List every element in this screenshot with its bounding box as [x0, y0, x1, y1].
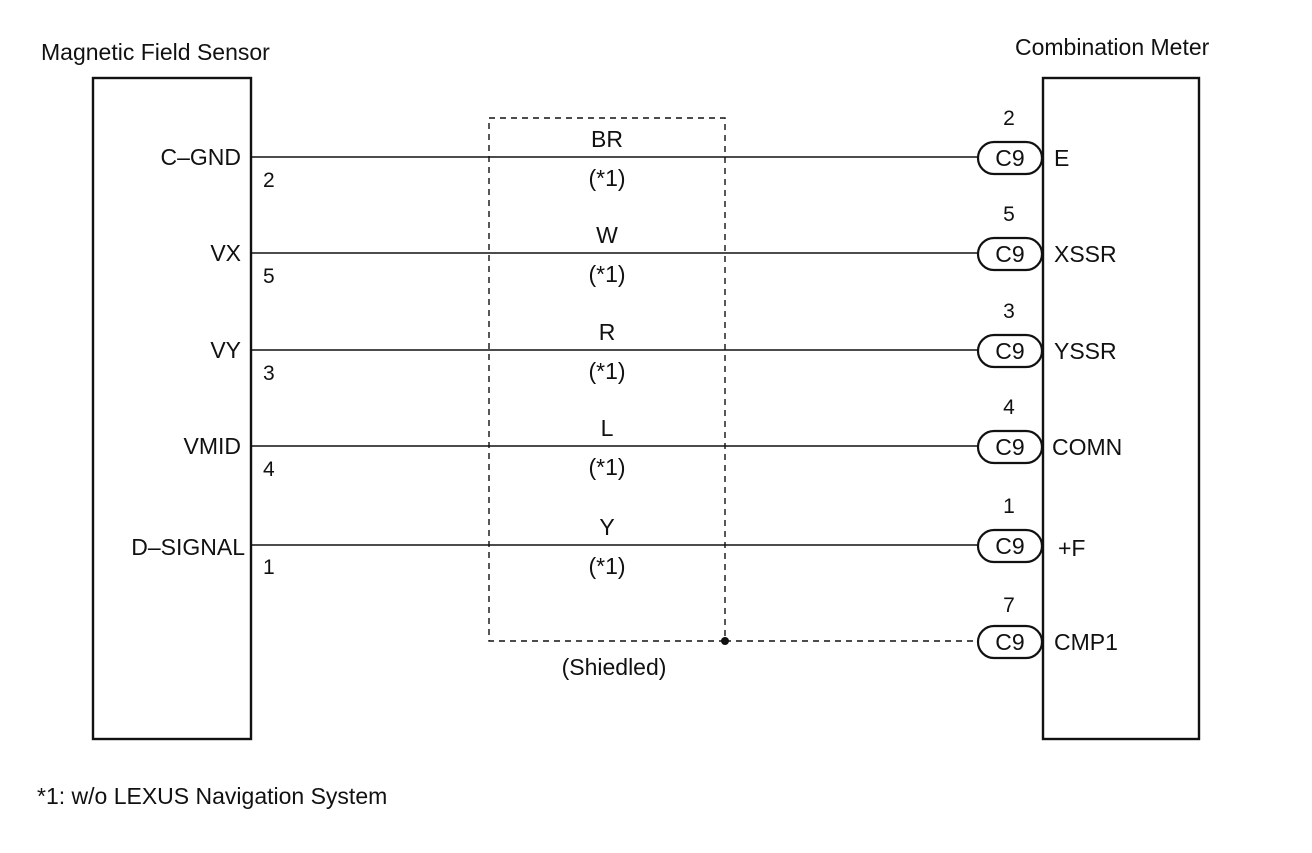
connector-row-3: C9 4 COMN: [976, 396, 1122, 465]
connector-label: C9: [995, 434, 1024, 460]
wire-row-4: D–SIGNAL 1 Y (*1): [131, 514, 980, 579]
wire-color-label: L: [601, 415, 614, 441]
wire-color-label: Y: [599, 514, 614, 540]
right-pin-number: 7: [1003, 594, 1015, 617]
connector-label: C9: [995, 629, 1024, 655]
combination-meter-box: [1041, 76, 1201, 741]
c9-connector: [976, 140, 1044, 176]
wire-row-2: VY 3 R (*1): [210, 319, 980, 385]
wire-note-label: (*1): [588, 454, 625, 480]
c9-connector: [976, 624, 1044, 660]
c9-connector: [976, 528, 1044, 564]
connector-row-4: C9 1 +F: [976, 495, 1085, 564]
right-component-title: Combination Meter: [1015, 34, 1210, 60]
shield-box: [488, 117, 726, 642]
wire-color-label: W: [596, 222, 618, 248]
right-pin-number: 2: [1003, 107, 1015, 130]
connector-row-1: C9 5 XSSR: [976, 203, 1117, 272]
wire-color-label: R: [599, 319, 616, 345]
right-pin-number: 5: [1003, 203, 1015, 226]
left-pin-number: 4: [263, 458, 275, 481]
left-terminal-name: VMID: [184, 433, 242, 459]
wire-color-label: BR: [591, 126, 623, 152]
left-pin-number: 2: [263, 169, 275, 192]
c9-connector: [976, 333, 1044, 369]
right-terminal-name: COMN: [1052, 434, 1122, 460]
right-terminal-name: +F: [1058, 535, 1085, 561]
left-terminal-name: VY: [210, 337, 241, 363]
wire-note-label: (*1): [588, 358, 625, 384]
connector-row-5: C9 7 CMP1: [976, 594, 1118, 660]
right-pin-number: 3: [1003, 300, 1015, 323]
connector-label: C9: [995, 338, 1024, 364]
magnetic-field-sensor-box: [91, 76, 253, 741]
c9-connector: [976, 236, 1044, 272]
left-pin-number: 3: [263, 362, 275, 385]
right-terminal-name: CMP1: [1054, 629, 1118, 655]
left-pin-number: 1: [263, 556, 275, 579]
connector-row-2: C9 3 YSSR: [976, 300, 1117, 369]
shield-label: (Shiedled): [562, 654, 667, 680]
left-component-title: Magnetic Field Sensor: [41, 39, 270, 65]
wire-row-3: VMID 4 L (*1): [184, 415, 980, 481]
left-terminal-name: D–SIGNAL: [131, 534, 245, 560]
wire-note-label: (*1): [588, 553, 625, 579]
connector-row-0: C9 2 E: [976, 107, 1069, 176]
c9-connector: [976, 429, 1044, 465]
connector-label: C9: [995, 145, 1024, 171]
left-terminal-name: VX: [210, 240, 241, 266]
left-pin-number: 5: [263, 265, 275, 288]
right-terminal-name: XSSR: [1054, 241, 1117, 267]
connector-label: C9: [995, 533, 1024, 559]
left-terminal-name: C–GND: [160, 144, 241, 170]
right-terminal-name: YSSR: [1054, 338, 1117, 364]
wire-row-1: VX 5 W (*1): [210, 222, 980, 288]
wire-note-label: (*1): [588, 261, 625, 287]
wire-row-0: C–GND 2 BR (*1): [160, 126, 980, 192]
shield-splice-dot: [721, 637, 729, 645]
footnote: *1: w/o LEXUS Navigation System: [37, 783, 387, 809]
wire-note-label: (*1): [588, 165, 625, 191]
connector-label: C9: [995, 241, 1024, 267]
right-pin-number: 4: [1003, 396, 1015, 419]
right-pin-number: 1: [1003, 495, 1015, 518]
right-terminal-name: E: [1054, 145, 1069, 171]
